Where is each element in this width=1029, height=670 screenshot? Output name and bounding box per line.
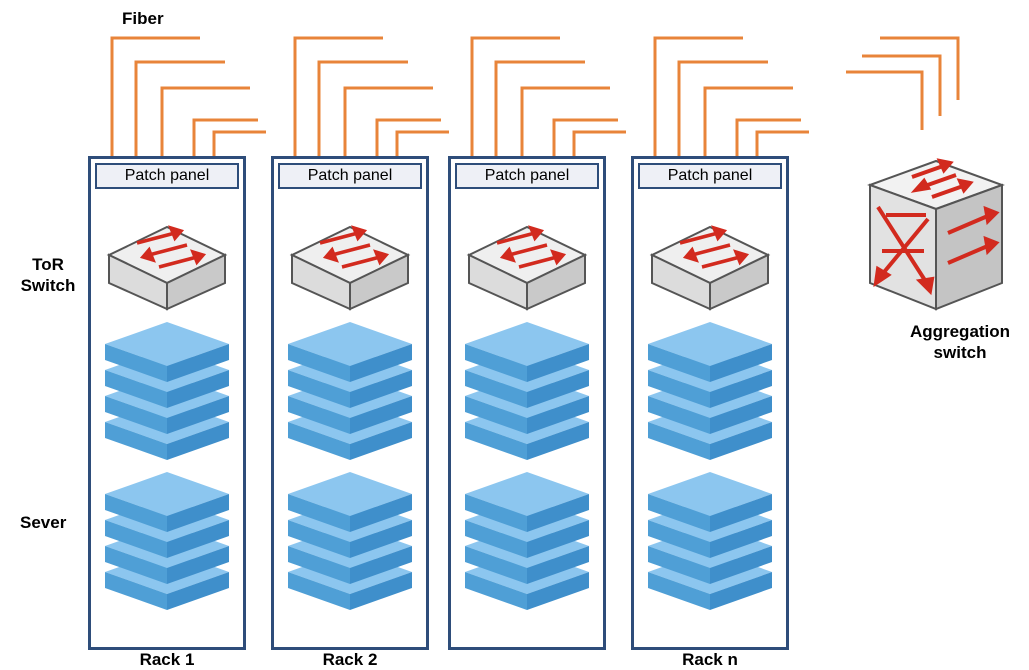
patch-panel: Patch panel [95, 163, 239, 189]
rack-3: Patch panel [448, 156, 606, 650]
server-label: Sever [20, 513, 67, 532]
rack-n-label: Rack n [682, 650, 738, 669]
fiber-line [160, 86, 250, 158]
server-unit-icon [648, 322, 772, 382]
rack-contents [288, 225, 412, 610]
rack-2-label: Rack 2 [322, 650, 378, 669]
rack-contents [465, 225, 589, 610]
tor-switch-icon [289, 225, 411, 311]
server-stack-icon [288, 472, 412, 610]
fiber-line [552, 118, 618, 158]
fiber-line [846, 70, 924, 130]
patch-panel: Patch panel [278, 163, 422, 189]
aggregation-fiber-bundle [846, 36, 960, 130]
fiber-line [862, 54, 942, 116]
server-unit-icon [105, 472, 229, 532]
aggregation-switch-icon [867, 158, 1005, 311]
fiber-line [293, 36, 383, 158]
fiber-line [735, 118, 801, 158]
fiber-bundle [653, 36, 809, 158]
fiber-line [703, 86, 793, 158]
server-unit-icon [288, 472, 412, 532]
patch-panel: Patch panel [638, 163, 782, 189]
patch-panel: Patch panel [455, 163, 599, 189]
fiber-line [375, 118, 441, 158]
server-stack-icon [465, 322, 589, 460]
fiber-line [212, 130, 266, 158]
fiber-line [470, 36, 560, 158]
fiber-line [755, 130, 809, 158]
server-stack-icon [648, 472, 772, 610]
fiber-line [653, 36, 743, 158]
fiber-line [520, 86, 610, 158]
rack-contents [105, 225, 229, 610]
fiber-bundle [293, 36, 449, 158]
server-unit-icon [105, 322, 229, 382]
rack-n: Patch panel [631, 156, 789, 650]
server-unit-icon [288, 322, 412, 382]
fiber-line [880, 36, 960, 100]
fiber-line [395, 130, 449, 158]
server-stack-icon [105, 472, 229, 610]
server-unit-icon [465, 472, 589, 532]
tor-switch-icon [649, 225, 771, 311]
server-stack-icon [648, 322, 772, 460]
rack-2: Patch panel [271, 156, 429, 650]
fiber-label: Fiber [122, 9, 164, 28]
fiber-line [572, 130, 626, 158]
server-stack-icon [105, 322, 229, 460]
server-stack-icon [465, 472, 589, 610]
server-unit-icon [465, 322, 589, 382]
tor-switch-icon [106, 225, 228, 311]
server-stack-icon [288, 322, 412, 460]
fiber-line [110, 36, 200, 158]
fiber-bundle [110, 36, 266, 158]
tor-switch-icon [466, 225, 588, 311]
rack-1: Patch panel [88, 156, 246, 650]
fiber-line [317, 60, 408, 158]
fiber-line [192, 118, 258, 158]
rack-1-label: Rack 1 [139, 650, 195, 669]
fiber-line [494, 60, 585, 158]
fiber-line [134, 60, 225, 158]
fiber-line [343, 86, 433, 158]
tor-switch-label: ToR Switch [20, 255, 76, 295]
server-unit-icon [648, 472, 772, 532]
fiber-line [677, 60, 768, 158]
fiber-bundle [470, 36, 626, 158]
rack-contents [648, 225, 772, 610]
aggregation-switch-label: Aggregation switch [909, 322, 1011, 362]
